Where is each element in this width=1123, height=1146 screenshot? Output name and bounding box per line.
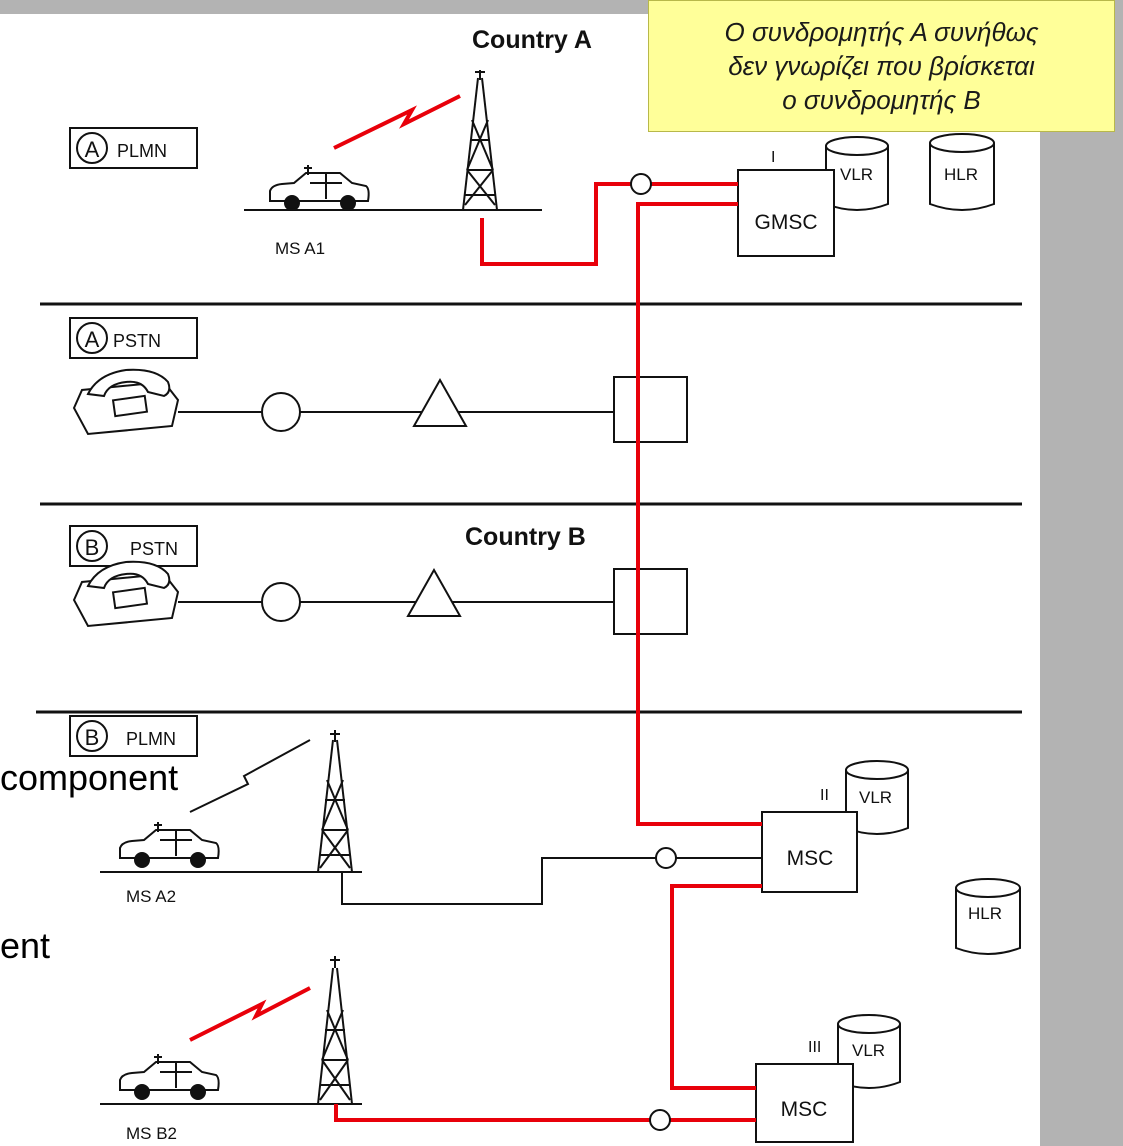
- gmsc-label: GMSC: [755, 211, 818, 234]
- country-b-label: Country B: [465, 523, 586, 551]
- hlr-cylinder: HLR: [929, 133, 995, 211]
- hlr-label: HLR: [968, 904, 1002, 923]
- radio-link-a2: [189, 739, 311, 813]
- roman-label-1: I: [771, 149, 775, 166]
- car-icon: [269, 165, 370, 211]
- radio-link-b2: [189, 986, 311, 1042]
- msc-label: MSC: [781, 1098, 828, 1121]
- antenna-tower-icon: [317, 730, 353, 873]
- country-a-label: Country A: [472, 26, 592, 54]
- background-fragment-2: ent: [0, 925, 50, 966]
- hlr-cylinder: HLR: [955, 878, 1021, 955]
- car-icon: [119, 822, 220, 868]
- vlr-cylinder: VLR: [825, 136, 889, 211]
- radio-link-a1: [333, 94, 461, 150]
- network-letter: A: [85, 137, 100, 162]
- link-b2-msc3: [334, 1104, 756, 1122]
- antenna-tower-icon: [317, 956, 353, 1105]
- junction-circles: [630, 173, 671, 1131]
- car-icon: [119, 1054, 220, 1100]
- msc-label: MSC: [787, 847, 834, 870]
- network-name: PLMN: [126, 729, 176, 749]
- network-letter: A: [85, 327, 100, 352]
- antenna-tower-icon: [462, 70, 498, 211]
- telephone-icon: [72, 368, 180, 436]
- network-name: PLMN: [117, 141, 167, 161]
- pstn-b-line: [178, 567, 688, 635]
- link-a2-msc: [341, 847, 768, 905]
- gmsc-box: GMSC: [737, 169, 835, 257]
- callout-line-2: δεν γνωρίζει που βρίσκεται: [728, 51, 1035, 81]
- ms-a2-label: MS A2: [126, 887, 176, 906]
- telephone-icon: [72, 560, 180, 628]
- hlr-label: HLR: [944, 165, 978, 184]
- callout-line-1: Ο συνδρομητής Α συνήθως: [724, 17, 1039, 47]
- background-fragment-1: component: [0, 757, 178, 798]
- call-path: [189, 94, 762, 1122]
- network-box-a-pstn: A PSTN: [69, 317, 198, 359]
- callout-note: Ο συνδρομητής Α συνήθως δεν γνωρίζει που…: [648, 0, 1115, 132]
- network-box-b-plmn: B PLMN: [69, 715, 198, 757]
- vlr-label: VLR: [859, 788, 892, 807]
- link-gmsc-msc2: [636, 202, 762, 826]
- junction-circle: [630, 173, 652, 195]
- vlr-label: VLR: [852, 1041, 885, 1060]
- network-box-a-plmn: A PLMN: [69, 127, 198, 169]
- vlr-label: VLR: [840, 165, 873, 184]
- network-letter: B: [85, 725, 100, 750]
- ms-a1-label: MS A1: [275, 239, 325, 258]
- msc-box: MSC: [761, 811, 858, 893]
- pstn-a-line: [178, 376, 688, 443]
- junction-circle: [649, 1109, 671, 1131]
- ms-b2-label: MS B2: [126, 1124, 177, 1143]
- msc-box: MSC: [755, 1063, 854, 1143]
- callout-line-3: ο συνδρομητής Β: [782, 85, 981, 115]
- network-name: PSTN: [130, 539, 178, 559]
- roman-label-3: III: [808, 1039, 821, 1056]
- section-separators: [36, 302, 1022, 714]
- network-name: PSTN: [113, 331, 161, 351]
- network-letter: B: [85, 535, 100, 560]
- network-box-b-pstn: B PSTN: [69, 525, 198, 567]
- link-msc2-msc3: [670, 884, 762, 1090]
- roman-label-2: II: [820, 787, 829, 804]
